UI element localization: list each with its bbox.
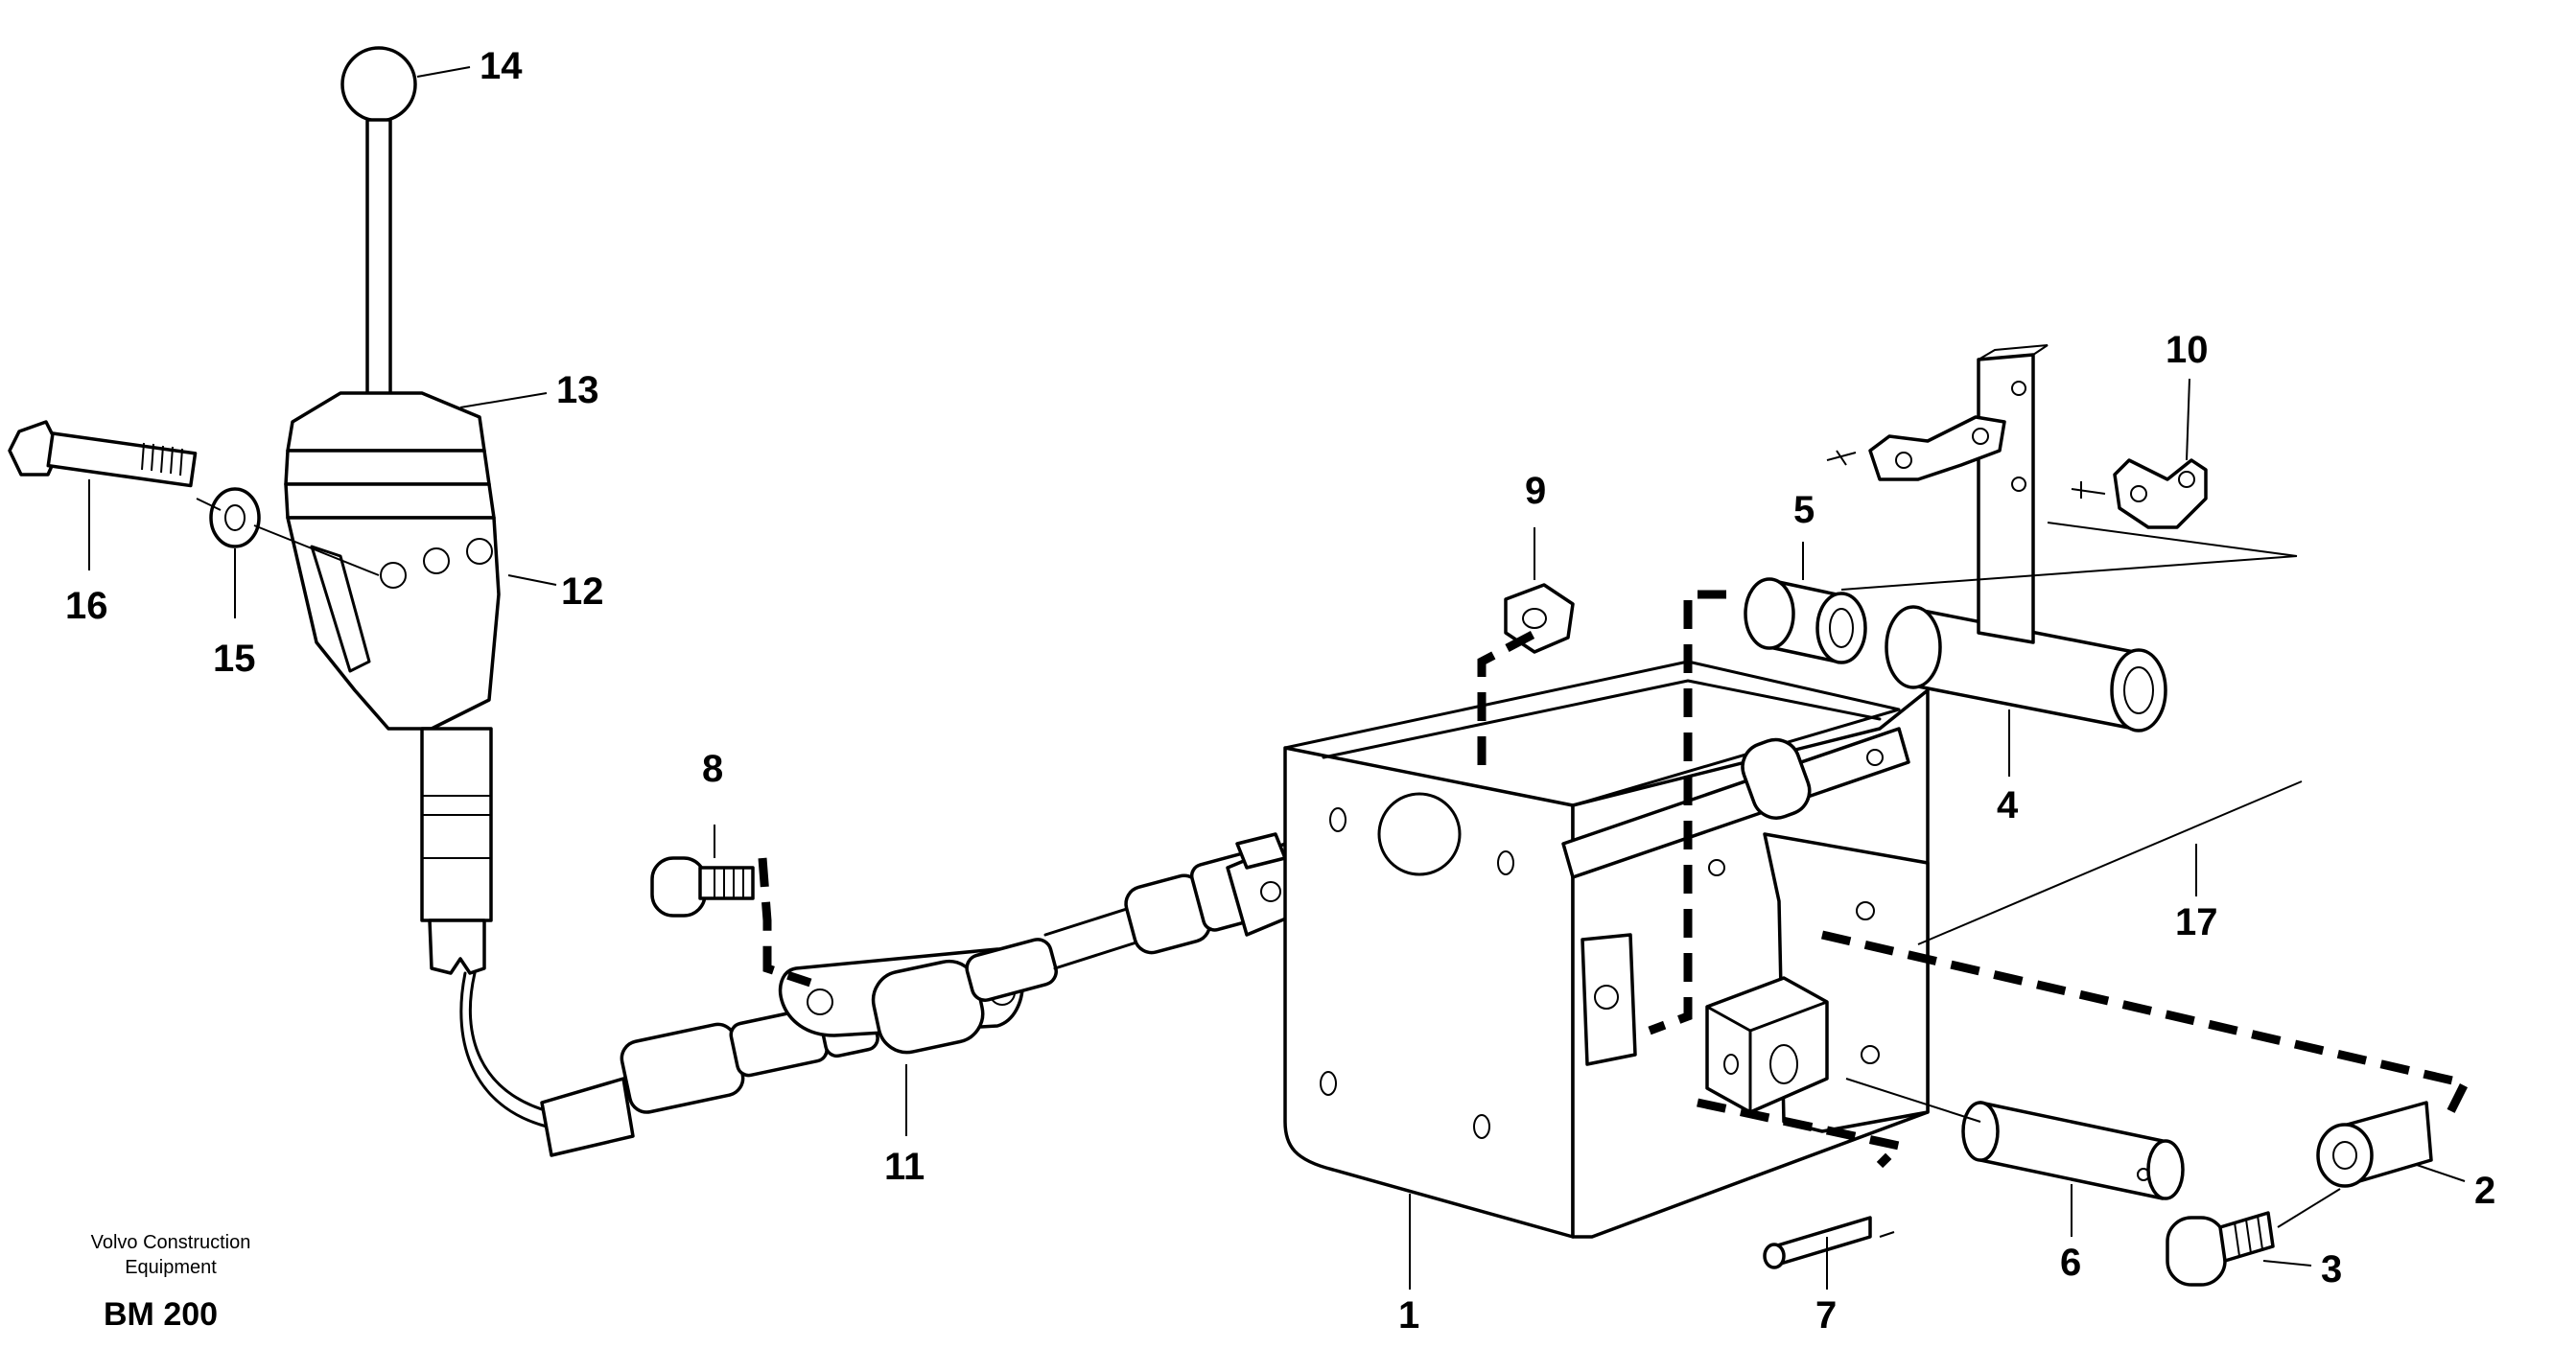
callout-7: 7 (1815, 1294, 1837, 1337)
footer-caption: Volvo Construction Equipment BM 200 (91, 1232, 251, 1333)
bracket-frame (1283, 660, 1930, 1239)
control-cable (468, 971, 553, 1114)
pin-6 (1961, 1101, 2185, 1200)
bearing-block (1705, 976, 1829, 1114)
callout-11: 11 (884, 1146, 925, 1188)
lever-rod (365, 118, 392, 400)
spacer-2 (2316, 1101, 2433, 1188)
model-label: BM 200 (104, 1296, 218, 1333)
construction-lines (1840, 522, 2341, 1238)
link-plates-10 (1826, 415, 2208, 529)
callout-14: 14 (480, 45, 523, 87)
washer-15 (209, 487, 261, 548)
callout-8: 8 (702, 748, 723, 790)
split-pin-7 (1763, 1216, 1872, 1269)
callout-4: 4 (1997, 784, 2019, 826)
lever-knob (340, 46, 417, 123)
bracket-front-plate (1283, 746, 1575, 1239)
callout-2: 2 (2474, 1170, 2495, 1212)
callout-5: 5 (1793, 489, 1815, 531)
callout-12: 12 (561, 570, 604, 613)
callout-15: 15 (213, 638, 256, 680)
callout-3: 3 (2321, 1248, 2342, 1291)
control-lever-assembly (284, 46, 553, 1128)
leader-lines (88, 66, 2466, 1290)
callout-9: 9 (1525, 470, 1546, 512)
callout-10: 10 (2166, 329, 2209, 371)
bushing-5 (1744, 577, 1867, 664)
lever-shaft (420, 727, 493, 922)
callout-13: 13 (556, 369, 599, 411)
manufacturer-line-1: Volvo Construction (91, 1232, 251, 1253)
assembly-dash-lines (758, 590, 2471, 1169)
shaft-4 (1885, 344, 2167, 733)
screw-3 (2166, 1211, 2275, 1287)
screw-8 (650, 856, 755, 918)
callout-labels: 14 13 12 16 15 8 9 5 10 4 17 11 1 7 6 2 … (65, 45, 2495, 1337)
rubber-boot (286, 391, 486, 453)
callout-1: 1 (1398, 1294, 1419, 1337)
cable-connector (540, 832, 1306, 1157)
callout-6: 6 (2060, 1242, 2081, 1284)
callout-16: 16 (65, 585, 108, 627)
manufacturer-line-2: Equipment (125, 1257, 217, 1278)
callout-17: 17 (2175, 901, 2218, 943)
bolt-16 (8, 420, 198, 488)
